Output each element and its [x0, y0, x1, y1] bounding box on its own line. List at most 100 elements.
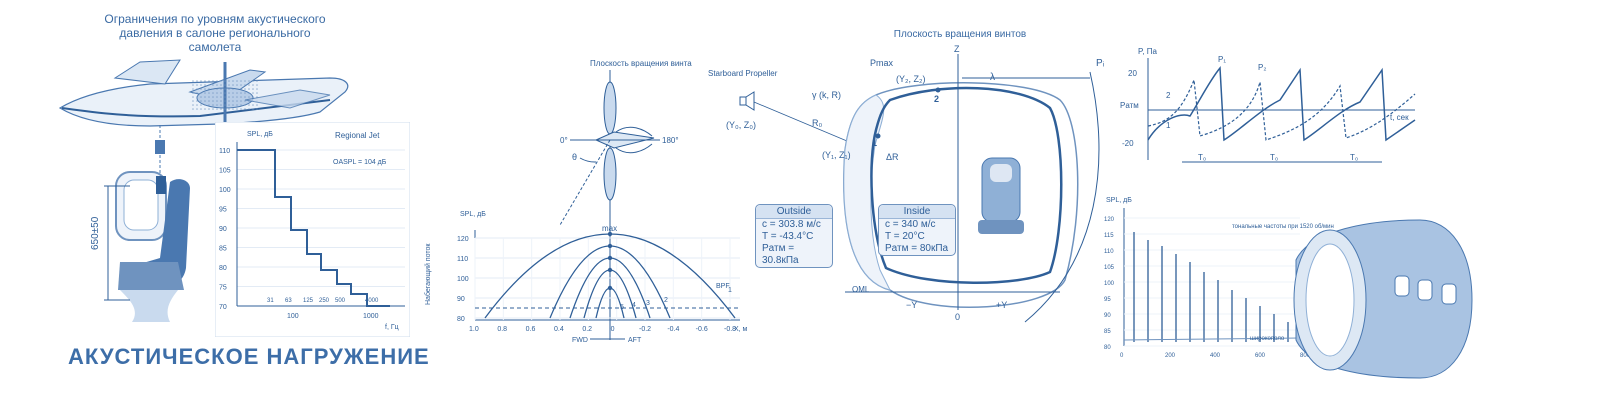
speaker-icon — [739, 91, 755, 111]
y2z2-label: (Y₂, Z₂) — [896, 74, 925, 84]
p2-ytick: 80 — [457, 316, 465, 323]
angle-180: 180° — [662, 136, 679, 145]
dimension-label: 650±50 — [90, 216, 101, 250]
p5-ytick: 115 — [1104, 233, 1114, 239]
p2-peak — [607, 267, 613, 273]
panel4-chart: P, Па 20 Pатм -20 t, сек P₁ P₂ 2 1 T₀ T₀… — [1120, 47, 1416, 163]
p2-label: P₂ — [1258, 63, 1266, 72]
p2-peak — [607, 243, 613, 249]
p2-harmonic-label: 1 — [728, 287, 732, 294]
fuselage-icon — [1293, 219, 1473, 379]
p2-ytick: 120 — [457, 236, 469, 243]
inside-c: c = 340 м/с — [885, 219, 936, 230]
max-label: max — [602, 224, 617, 233]
panel3-diagram: Starboard Propeller (Y₀, Z₀) Z Pmax (Y₂,… — [708, 44, 1105, 323]
p5-broadband — [1123, 337, 1301, 341]
curve2-label: 2 — [1166, 91, 1171, 100]
p5-ytick: 110 — [1104, 249, 1114, 255]
gamma-label: γ (k, R) — [812, 90, 841, 100]
p1-ytick: 110 — [219, 148, 230, 155]
panel4-ylabel: P, Па — [1138, 47, 1158, 56]
outside-t: T = -43.4°C — [762, 231, 814, 242]
p2-xtick: 1.0 — [469, 326, 479, 333]
p1-ytick: 100 — [219, 187, 231, 194]
p2-ytick: 100 — [457, 276, 469, 283]
curve1-label: 1 — [1166, 121, 1171, 130]
fwd-label: FWD — [572, 337, 588, 344]
panel1-ylabel: SPL, дБ — [247, 131, 273, 138]
broad-label: широкополо — [1250, 336, 1285, 342]
p5-xtick: 600 — [1255, 353, 1266, 359]
p2-xtick: -0.2 — [639, 326, 651, 333]
seat-icon — [115, 171, 190, 322]
p1-ytick: 90 — [219, 226, 227, 233]
tick-20: 20 — [1128, 69, 1137, 78]
p1-ytick: 75 — [219, 285, 227, 292]
panel2-diagram: Плоскость вращения винта 0° 180° θ SPL, … — [424, 59, 748, 344]
y1z1-label: (Y₁, Z₁) — [822, 150, 851, 160]
outside-head: Outside — [756, 205, 832, 219]
panel1-xlabel: f, Гц — [385, 324, 399, 331]
p1-band-label: 500 — [335, 298, 346, 304]
oml-label: OML — [852, 285, 870, 294]
p2-xtick: 0.2 — [582, 326, 592, 333]
p1-ytick: 85 — [219, 246, 227, 253]
p2-xunit: X, м — [734, 326, 748, 333]
tick-patm: Pатм — [1120, 101, 1139, 110]
panel5-ylabel: SPL, дБ — [1106, 197, 1132, 204]
panel2-ylabel: SPL, дБ — [460, 211, 486, 218]
t0-c: T₀ — [1350, 153, 1358, 162]
y0z0-label: (Y₀, Z₀) — [726, 120, 756, 130]
propeller-icon — [594, 81, 655, 201]
p2-harmonic-label: 5 — [620, 304, 624, 311]
p2-ytick: 90 — [457, 296, 465, 303]
panel1-title: Ограничения по уровням акустического дав… — [104, 12, 326, 54]
p2-xtick: 0.6 — [526, 326, 536, 333]
p1-ytick: 70 — [219, 304, 227, 311]
point-two: 2 — [934, 94, 939, 104]
p1-xtick: 1000 — [363, 313, 379, 320]
bpf-label: BPF — [716, 283, 730, 290]
p2-peak — [607, 285, 613, 291]
tick-neg20: -20 — [1122, 139, 1134, 148]
p2-xtick: 0.8 — [497, 326, 507, 333]
p1-ytick: 80 — [219, 265, 227, 272]
p5-ytick: 95 — [1104, 297, 1111, 303]
p5-ytick: 105 — [1104, 265, 1115, 271]
p5-ytick: 90 — [1104, 313, 1111, 319]
panel4-xlabel: t, сек — [1390, 113, 1409, 122]
p1-label: P₁ — [1218, 55, 1226, 64]
p2-ytick: 110 — [457, 256, 468, 263]
p1-band-label: 250 — [319, 298, 330, 304]
side-label: Набегающий поток — [424, 243, 432, 305]
panel3-title: Плоскость вращения винтов — [893, 29, 1027, 40]
p1-band-label: 63 — [285, 298, 292, 304]
p2-xtick: -0.6 — [696, 326, 708, 333]
dr-label: ΔR — [886, 152, 899, 162]
point-one: 1 — [872, 138, 877, 148]
t0-a: T₀ — [1198, 153, 1206, 162]
inside-head: Inside — [879, 205, 955, 219]
inside-box: Inside c = 340 м/с T = 20°C Pатм = 80кПа — [878, 204, 956, 256]
p2-xtick: -0.8 — [724, 326, 736, 333]
panel1-step-curve — [237, 149, 390, 307]
origin-label: 0 — [955, 312, 960, 322]
theta-label: θ — [572, 152, 577, 162]
p2-peak — [607, 255, 613, 261]
neg-y-label: −Y — [906, 300, 917, 310]
p1-band-label: 125 — [303, 298, 314, 304]
panel1-chart: SPL, дБ Regional Jet OASPL = 104 дБ 1101… — [215, 122, 410, 337]
panel1-illustration: 650±50 — [58, 59, 349, 322]
p1-ytick: 105 — [219, 168, 231, 175]
inside-t: T = 20°C — [885, 231, 925, 242]
pmax-label: Pmax — [870, 58, 894, 68]
inside-p: Pатм = 80кПа — [885, 243, 949, 254]
p1-band-label: 4000 — [365, 298, 379, 304]
aft-label: AFT — [628, 337, 642, 344]
angle-zero: 0° — [560, 136, 568, 145]
p5-xtick: 800 — [1300, 353, 1311, 359]
p5-xtick: 200 — [1165, 353, 1176, 359]
panel1-oaspl: OASPL = 104 дБ — [333, 159, 387, 166]
p5-ytick: 85 — [1104, 329, 1111, 335]
